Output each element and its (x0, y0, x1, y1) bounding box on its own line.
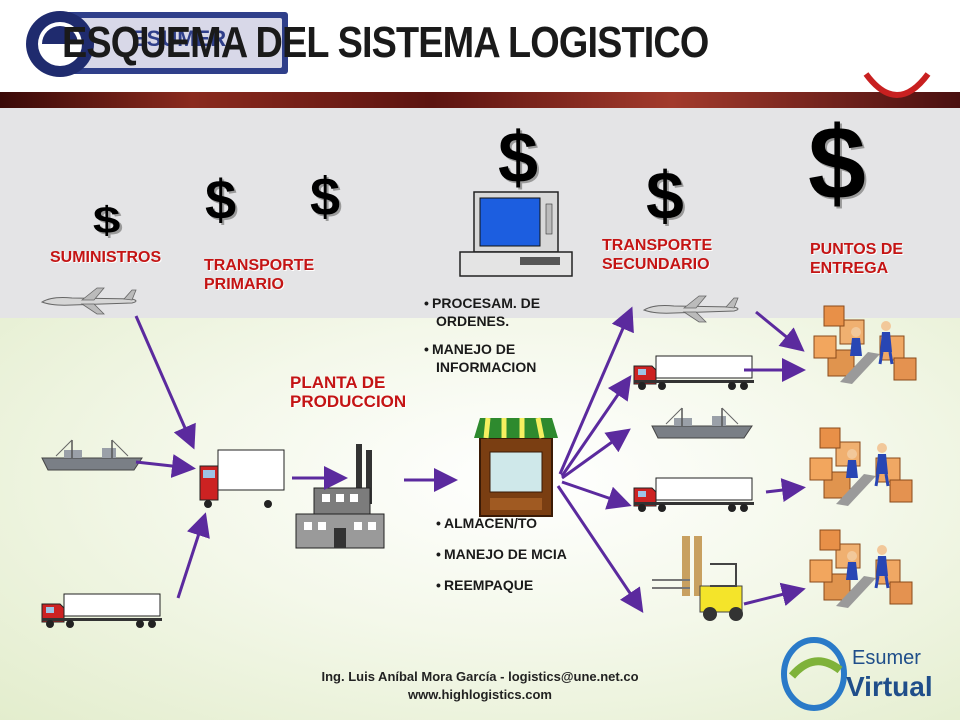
factory-icon (295, 444, 385, 549)
flow-arrows (134, 306, 806, 613)
svg-text:Virtual: Virtual (846, 671, 933, 702)
flow-area (0, 318, 960, 720)
esumer-virtual-logo: Esumer Virtual (781, 637, 933, 711)
warehouse-tasks-list: •ALMACEN/TO •MANEJO DE MCIA •REEMPAQUE (436, 514, 567, 594)
label-transporte-secundario-line1: TRANSPORTE (602, 237, 713, 254)
truck-icon (41, 593, 163, 629)
svg-text:ESUMER: ESUMER (132, 26, 226, 51)
label-puntos-entrega: PUNTOS DE ENTREGA (810, 240, 903, 278)
label-puntos-entrega-line2: ENTREGA (810, 260, 889, 277)
cost-transporte-secundario: $ (646, 158, 684, 234)
info-task-text: MANEJO DE (432, 341, 516, 357)
info-tasks-list: •PROCESAM. DE ORDENES. •MANEJO DE INFORM… (424, 294, 540, 376)
warehouse-task: •REEMPAQUE (436, 577, 534, 593)
delivery-workers-icon (812, 304, 918, 386)
svg-text:Esumer: Esumer (852, 647, 921, 669)
airplane-icon (643, 295, 739, 323)
label-planta: PLANTA DE PRODUCCION (290, 373, 406, 411)
label-suministros: SUMINISTROS (50, 249, 162, 266)
label-transporte-primario-line1: TRANSPORTE (204, 257, 315, 274)
cost-procesamiento: $ (498, 118, 539, 198)
header-stripe (0, 92, 960, 108)
label-transporte-secundario: TRANSPORTE SECUNDARIO (602, 236, 712, 274)
warehouse-task: •ALMACEN/TO (436, 515, 538, 531)
warehouse-task-text: REEMPAQUE (444, 577, 534, 593)
page-title: ESQUEMA DEL SISTEMA LOGISTICO (62, 18, 709, 67)
label-transporte-secundario-line2: SECUNDARIO (602, 256, 710, 273)
cost-puntos-entrega: $ (808, 106, 866, 222)
esumer-logo: ESUMER (26, 11, 288, 77)
truck-icon (633, 355, 755, 391)
corner-emblem (863, 72, 931, 98)
cost-transporte-primario-b: $ (310, 167, 341, 227)
cost-transporte-primario-a: $ (205, 168, 237, 231)
warehouse-task-text: MANEJO DE MCIA (444, 546, 567, 562)
warehouse-task-text: ALMACEN/TO (444, 515, 538, 531)
footer-credit: Ing. Luis Aníbal Mora García - logistics… (321, 669, 639, 684)
info-task-text: PROCESAM. DE (432, 295, 541, 311)
computer-icon (459, 191, 573, 277)
truck-icon (633, 477, 755, 513)
footer: Ing. Luis Aníbal Mora García - logistics… (0, 668, 960, 704)
airplane-icon (41, 287, 137, 315)
label-transporte-primario: TRANSPORTE PRIMARIO (204, 256, 314, 294)
delivery-workers-icon (808, 528, 914, 610)
info-task: •MANEJO DE (424, 341, 516, 357)
info-task-text: INFORMACION (436, 359, 537, 375)
ship-icon (41, 439, 143, 471)
forklift-icon (652, 536, 743, 621)
label-puntos-entrega-line1: PUNTOS DE (810, 241, 904, 258)
store-icon (474, 417, 558, 517)
footer-website[interactable]: www.highlogistics.com (408, 687, 552, 702)
info-task-text: ORDENES. (436, 313, 510, 329)
info-task: •PROCESAM. DE (424, 295, 541, 311)
label-planta-line1: PLANTA DE (290, 373, 386, 392)
warehouse-task: •MANEJO DE MCIA (436, 546, 567, 562)
cost-suministros: $ (92, 200, 121, 242)
truck-front-icon (199, 449, 285, 508)
delivery-workers-icon (808, 426, 914, 508)
ship-icon (651, 407, 753, 439)
label-planta-line2: PRODUCCION (290, 392, 407, 411)
label-transporte-primario-line2: PRIMARIO (204, 276, 284, 293)
